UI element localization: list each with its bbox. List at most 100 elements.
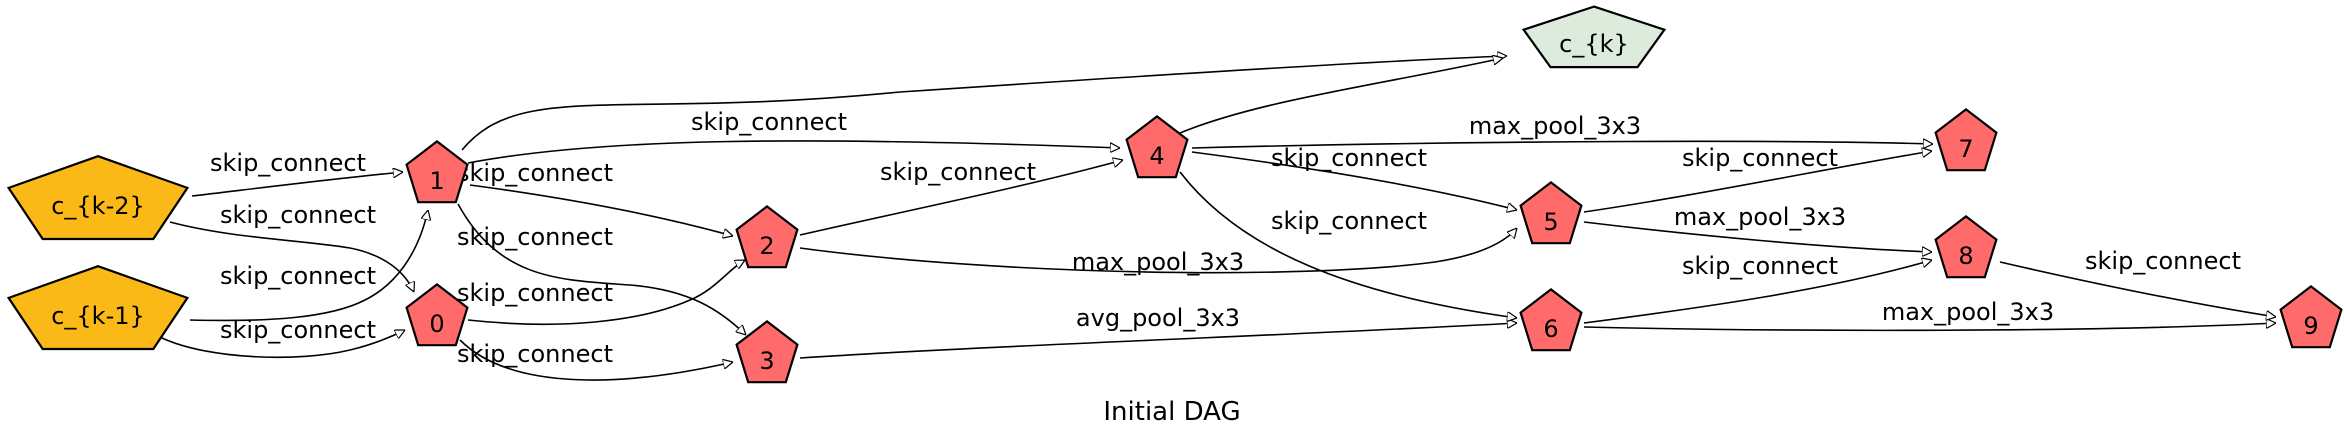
edge-path: [191, 172, 403, 197]
node-n3: 3: [735, 320, 799, 384]
edge-label: skip_connect: [1271, 207, 1427, 235]
node-pentagon: [1521, 5, 1667, 69]
node-n0: 0: [405, 283, 469, 347]
edge-path: [799, 323, 1517, 359]
node-n8: 8: [1934, 215, 1998, 279]
node-n6: 6: [1519, 288, 1583, 352]
edge-path: [459, 339, 733, 381]
edge-path: [469, 184, 733, 236]
node-pentagon: [1519, 288, 1583, 352]
node-label: 4: [1149, 142, 1164, 170]
edge-path: [1191, 151, 1517, 210]
edge-n4-to-n5: skip_connect: [1191, 144, 1517, 210]
edge-label: skip_connect: [457, 159, 613, 187]
edge-label: skip_connect: [220, 262, 376, 290]
edge-path: [1583, 151, 1932, 213]
edge-n1-to-n4: skip_connect: [467, 108, 1120, 164]
diagram-title: Initial DAG: [1103, 397, 1240, 427]
node-label: 9: [2303, 312, 2318, 340]
node-pentagon: [405, 140, 469, 204]
node-n1: 1: [405, 140, 469, 204]
edge-path: [1583, 221, 1932, 252]
node-pentagon: [6, 155, 190, 241]
node-pentagon: [405, 283, 469, 347]
edge-n6-to-n9: max_pool_3x3: [1583, 298, 2276, 332]
node-n7: 7: [1934, 108, 1998, 172]
edge-label: avg_pool_3x3: [1076, 304, 1240, 332]
node-pentagon: [735, 205, 799, 269]
node-label: 8: [1958, 242, 1973, 270]
edge-label: skip_connect: [457, 279, 613, 307]
edge-path: [1191, 141, 1933, 148]
edge-label: skip_connect: [210, 149, 366, 177]
node-n5: 5: [1519, 181, 1583, 245]
node-label: 3: [759, 347, 774, 375]
edge-ck2-to-n1: skip_connect: [191, 149, 403, 197]
edge-n1-to-n2: skip_connect: [457, 159, 733, 236]
nodes-layer: c_{k-2} c_{k-1} 0 1 2 3 4 5 6 7 8 9 c_{k}: [6, 5, 2343, 384]
edge-n2-to-n5: max_pool_3x3: [799, 228, 1517, 276]
edge-label: max_pool_3x3: [1674, 203, 1846, 231]
node-ck2: c_{k-2}: [6, 155, 190, 241]
edge-path: [461, 56, 1507, 151]
node-pentagon: [6, 265, 190, 351]
edge-path: [799, 160, 1123, 236]
node-pentagon: [1519, 181, 1583, 245]
edge-path: [467, 259, 745, 326]
edge-n4-to-ck: [1179, 58, 1503, 134]
edges-layer: skip_connectskip_connectskip_connectskip…: [161, 56, 2276, 381]
edge-ck1-to-n1: skip_connect: [189, 210, 428, 322]
edge-n8-to-n9: skip_connect: [1999, 247, 2276, 317]
edge-label: skip_connect: [457, 340, 613, 368]
edge-label: skip_connect: [457, 223, 613, 251]
edge-label: skip_connect: [691, 108, 847, 136]
edge-label: max_pool_3x3: [1469, 112, 1641, 140]
edge-n5-to-n7: skip_connect: [1583, 144, 1932, 213]
node-label: 0: [429, 310, 444, 338]
edge-n0-to-n3: skip_connect: [457, 339, 733, 381]
edge-label: skip_connect: [220, 316, 376, 344]
node-label: c_{k-1}: [51, 302, 145, 330]
edge-n0-to-n2: skip_connect: [457, 259, 745, 326]
edge-path: [1583, 260, 1932, 324]
node-n2: 2: [735, 205, 799, 269]
edge-n5-to-n8: max_pool_3x3: [1583, 203, 1932, 252]
node-pentagon: [1934, 108, 1998, 172]
node-pentagon: [735, 320, 799, 384]
edge-path: [1999, 261, 2276, 317]
node-label: 6: [1543, 315, 1558, 343]
node-pentagon: [2279, 285, 2343, 349]
node-ck: c_{k}: [1521, 5, 1667, 69]
edge-path: [799, 228, 1517, 274]
node-label: 2: [759, 232, 774, 260]
edge-path: [189, 210, 428, 322]
edge-n1-to-n3: skip_connect: [457, 203, 746, 335]
edge-path: [1583, 323, 2276, 332]
edge-label: skip_connect: [1682, 252, 1838, 280]
node-pentagon: [1125, 115, 1189, 179]
node-label: 1: [429, 167, 444, 195]
edge-n4-to-n6: skip_connect: [1179, 171, 1517, 318]
edge-n2-to-n4: skip_connect: [799, 158, 1123, 236]
edge-label: max_pool_3x3: [1882, 298, 2054, 326]
node-label: 5: [1543, 208, 1558, 236]
edge-path: [1179, 171, 1517, 318]
edge-label: skip_connect: [1271, 144, 1427, 172]
edge-ck2-to-n0: skip_connect: [169, 201, 414, 292]
node-pentagon: [1934, 215, 1998, 279]
edge-label: skip_connect: [1682, 144, 1838, 172]
edge-path: [457, 203, 746, 335]
node-label: c_{k-2}: [51, 192, 145, 220]
edge-n1-to-ck: [461, 56, 1507, 151]
edge-path: [467, 140, 1120, 164]
node-ck1: c_{k-1}: [6, 265, 190, 351]
node-n9: 9: [2279, 285, 2343, 349]
edge-n6-to-n8: skip_connect: [1583, 252, 1932, 324]
edge-label: max_pool_3x3: [1072, 248, 1244, 276]
edge-n4-to-n7: max_pool_3x3: [1191, 112, 1933, 148]
edge-label: skip_connect: [2085, 247, 2241, 275]
edge-label: skip_connect: [880, 158, 1036, 186]
node-label: c_{k}: [1559, 30, 1629, 58]
edge-n3-to-n6: avg_pool_3x3: [799, 304, 1517, 359]
edge-label: skip_connect: [220, 201, 376, 229]
